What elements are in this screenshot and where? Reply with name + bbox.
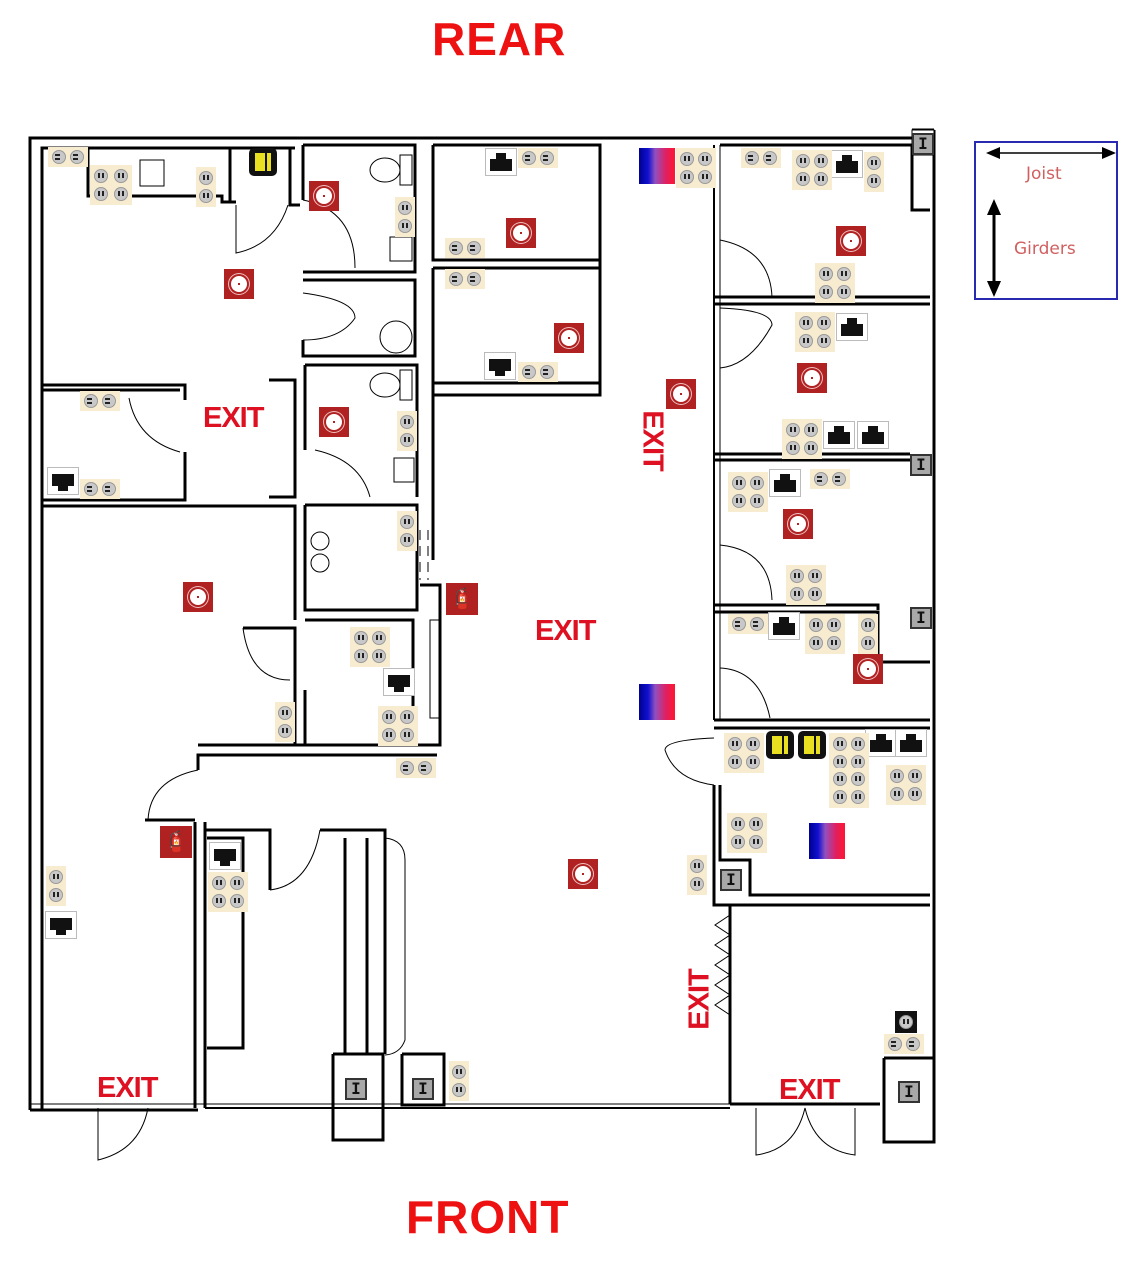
fire-alarm-icon <box>853 654 883 684</box>
exit-sign: EXIT <box>683 969 716 1030</box>
steel-beam-icon: I <box>412 1078 434 1100</box>
steel-beam-icon: I <box>345 1078 367 1100</box>
duplex-outlet-icon <box>518 148 558 168</box>
network-jack-icon <box>895 729 927 757</box>
fire-alarm-icon <box>836 226 866 256</box>
duplex-outlet-icon <box>80 479 120 499</box>
network-jack-icon <box>484 352 516 380</box>
steel-beam-icon: I <box>898 1081 920 1103</box>
girders-label: Girders <box>1014 239 1076 259</box>
front-label: FRONT <box>406 1191 570 1243</box>
network-jack-icon <box>857 421 889 449</box>
fire-alarm-icon <box>666 379 696 409</box>
fire-alarm-icon <box>183 582 213 612</box>
network-jack-icon <box>769 469 801 497</box>
duplex-outlet-icon <box>864 152 884 192</box>
quad-outlet-icon <box>350 627 390 667</box>
rear-label: REAR <box>432 13 567 65</box>
quad-outlet-icon <box>786 565 826 605</box>
exit-sign: EXIT <box>97 1072 158 1104</box>
network-jack-icon <box>823 421 855 449</box>
quad-outlet-icon <box>886 765 926 805</box>
exit-sign: EXIT <box>779 1074 840 1106</box>
network-jack-icon <box>836 313 868 341</box>
quad-outlet-icon <box>110 165 132 205</box>
framing-legend: Joist Girders <box>974 141 1118 300</box>
duplex-outlet-icon <box>395 197 415 237</box>
fire-alarm-icon <box>783 509 813 539</box>
steel-beam-icon: I <box>910 454 932 476</box>
fire-extinguisher-icon: 🧯 <box>160 826 192 858</box>
electrical-panel-icon <box>798 731 826 759</box>
duplex-outlet-icon <box>275 702 295 742</box>
outer-wall <box>28 136 912 1110</box>
duplex-outlet-icon <box>445 238 485 258</box>
duplex-outlet-icon <box>397 511 417 551</box>
quad-outlet-icon <box>676 148 716 188</box>
fire-alarm-icon <box>319 407 349 437</box>
duplex-outlet-icon <box>396 758 436 778</box>
duplex-outlet-icon <box>687 855 707 895</box>
quad-outlet-icon <box>208 872 248 912</box>
electrical-panel-icon <box>766 731 794 759</box>
duplex-outlet-icon <box>196 167 216 207</box>
legend-arrows <box>986 147 1116 297</box>
quad-outlet-icon <box>378 706 418 746</box>
dedicated-outlet-icon <box>895 1011 917 1033</box>
network-jack-icon <box>45 911 77 939</box>
exit-sign: EXIT <box>535 615 596 647</box>
quad-outlet-icon <box>829 733 869 773</box>
network-jack-icon <box>768 612 800 640</box>
quad-outlet-icon <box>815 263 855 303</box>
hvac-icon <box>639 684 675 720</box>
network-jack-icon <box>831 150 863 178</box>
fire-alarm-icon <box>506 218 536 248</box>
joist-label: Joist <box>1026 164 1062 184</box>
duplex-outlet-icon <box>397 411 417 451</box>
duplex-outlet-icon <box>518 362 558 382</box>
hvac-icon <box>809 823 845 859</box>
quad-outlet-icon <box>727 813 767 853</box>
hvac-icon <box>639 148 675 184</box>
quad-outlet-icon <box>795 312 835 352</box>
duplex-outlet-icon <box>741 148 781 168</box>
electrical-panel-icon <box>249 148 277 176</box>
fire-alarm-icon <box>568 859 598 889</box>
steel-beam-icon: I <box>720 869 742 891</box>
network-jack-icon <box>209 842 241 870</box>
exit-sign: EXIT <box>636 410 669 471</box>
exit-sign: EXIT <box>203 402 264 434</box>
quad-outlet-icon <box>724 733 764 773</box>
fire-alarm-icon <box>309 181 339 211</box>
quad-outlet-icon <box>829 768 869 808</box>
duplex-outlet-icon <box>445 269 485 289</box>
quad-outlet-icon <box>805 614 845 654</box>
network-jack-icon <box>865 729 897 757</box>
duplex-outlet-icon <box>48 147 88 167</box>
quad-outlet-icon <box>782 419 822 459</box>
network-jack-icon <box>485 148 517 176</box>
network-jack-icon <box>383 668 415 696</box>
duplex-outlet-icon <box>728 614 768 634</box>
duplex-outlet-icon <box>46 866 66 906</box>
duplex-outlet-icon <box>449 1061 469 1101</box>
duplex-outlet-icon <box>80 391 120 411</box>
quad-outlet-icon <box>792 150 832 190</box>
duplex-outlet-icon <box>810 469 850 489</box>
duplex-outlet-icon <box>858 614 878 654</box>
steel-beam-icon: I <box>910 607 932 629</box>
fire-alarm-icon <box>224 269 254 299</box>
quad-outlet-icon <box>728 472 768 512</box>
steel-beam-icon: I <box>912 133 934 155</box>
network-jack-icon <box>47 467 79 495</box>
fire-extinguisher-icon: 🧯 <box>446 583 478 615</box>
fire-alarm-icon <box>797 363 827 393</box>
fire-alarm-icon <box>554 323 584 353</box>
duplex-outlet-icon <box>884 1034 924 1054</box>
